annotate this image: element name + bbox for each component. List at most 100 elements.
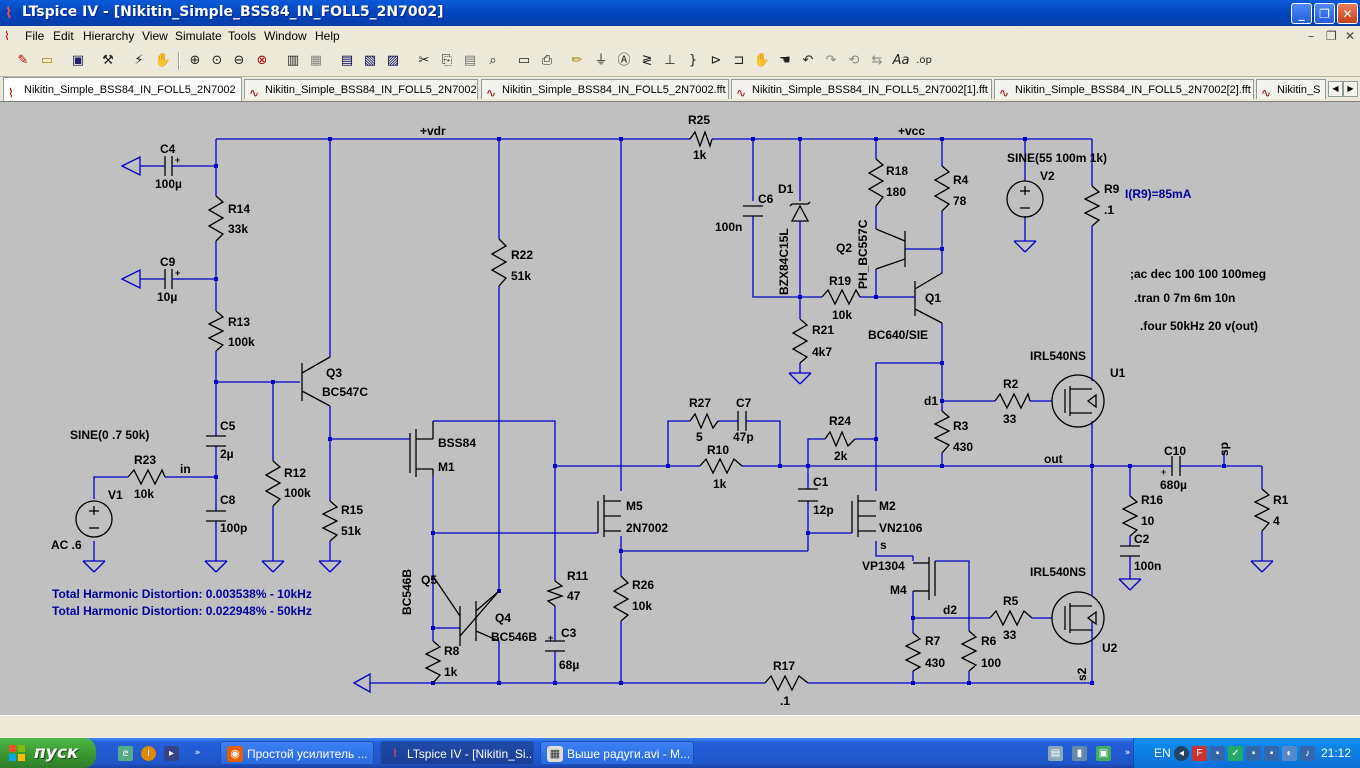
close-button[interactable]: ✕ xyxy=(1337,3,1358,24)
redo-icon[interactable]: ↷ xyxy=(825,53,837,68)
tray-device-icon[interactable]: ▮ xyxy=(1072,746,1087,761)
diode-icon[interactable]: ⊳ xyxy=(710,53,722,68)
tab-fft-1[interactable]: ∿Nikitin_Simple_BSS84_IN_FOLL5_2N7002[1]… xyxy=(731,79,992,99)
tray-network-icon[interactable]: ▣ xyxy=(1096,746,1111,761)
grid-icon[interactable]: ▦ xyxy=(309,53,323,68)
clock[interactable]: 21:12 xyxy=(1321,746,1352,760)
menu-window[interactable]: Window xyxy=(264,29,307,43)
task-browser[interactable]: ◉Простой усилитель ... xyxy=(220,741,374,765)
tab-label: Nikitin_Simple_BSS84_IN_FOLL5_2N7002 xyxy=(265,84,477,96)
print-icon[interactable]: ⎙ xyxy=(541,53,553,68)
tab-scroll-left-icon[interactable]: ◀ xyxy=(1328,81,1343,97)
copy-icon[interactable]: ⎘ xyxy=(441,53,453,68)
start-button[interactable]: пуск xyxy=(0,738,96,768)
tray-expand-icon[interactable]: » xyxy=(1124,748,1131,758)
q1-value: BC640/SIE xyxy=(868,328,928,342)
autorange-icon[interactable]: ▥ xyxy=(286,53,300,68)
capacitor-icon[interactable]: ⊥ xyxy=(664,53,676,68)
run-icon[interactable]: ⚡ xyxy=(134,53,144,68)
tray-volume-icon[interactable]: ♪ xyxy=(1300,746,1315,761)
tab-truncated[interactable]: ∿Nikitin_S xyxy=(1256,79,1326,99)
tray-arrow-icon[interactable]: ◂ xyxy=(1174,746,1189,761)
label-net-icon[interactable]: Ⓐ xyxy=(617,53,631,68)
mdi-close-icon[interactable]: ✕ xyxy=(1345,29,1356,43)
tile-vertical-icon[interactable]: ▨ xyxy=(386,53,400,68)
task-ltspice[interactable]: ⌇LTspice IV - [Nikitin_Si... xyxy=(380,741,534,765)
tab-waveform[interactable]: ∿Nikitin_Simple_BSS84_IN_FOLL5_2N7002 xyxy=(244,79,478,99)
tab-schematic[interactable]: ⌇Nikitin_Simple_BSS84_IN_FOLL5_2N7002 xyxy=(3,77,242,101)
print-setup-icon[interactable]: ▭ xyxy=(517,53,531,68)
quicklaunch-media-icon[interactable]: ▸ xyxy=(164,746,179,761)
spice-directive-icon[interactable]: .op xyxy=(916,55,932,66)
open-icon[interactable]: ▭ xyxy=(40,53,54,68)
resistor-r12-symbol xyxy=(264,460,282,507)
tray-icon-4[interactable]: ▪ xyxy=(1264,746,1279,761)
tray-app-icon[interactable]: F xyxy=(1192,746,1207,761)
menu-simulate[interactable]: Simulate xyxy=(175,29,222,43)
text-icon[interactable]: Aa xyxy=(892,53,910,68)
halt-icon[interactable]: ✋ xyxy=(154,53,172,68)
document-icon[interactable]: ⌇ xyxy=(4,29,10,43)
zoom-fit-icon[interactable]: ⊗ xyxy=(256,53,268,68)
r2-value: 33 xyxy=(1003,412,1017,426)
rotate-icon[interactable]: ⟲ xyxy=(848,53,860,68)
cascade-icon[interactable]: ▧ xyxy=(363,53,377,68)
menu-tools[interactable]: Tools xyxy=(228,29,257,43)
zoom-out-icon[interactable]: ⊖ xyxy=(233,53,245,68)
tab-scroll-right-icon[interactable]: ▶ xyxy=(1343,81,1358,97)
cut-icon[interactable]: ✂ xyxy=(418,53,430,68)
zoom-pan-icon[interactable]: ⊙ xyxy=(211,53,223,68)
zoom-in-icon[interactable]: ⊕ xyxy=(189,53,201,68)
quicklaunch-ie-icon[interactable]: e xyxy=(118,746,133,761)
r27-value: 5 xyxy=(696,430,703,444)
m2-ref: M2 xyxy=(879,499,896,513)
schematic-icon: ⌇ xyxy=(8,86,14,100)
move-icon[interactable]: ✋ xyxy=(753,53,771,68)
language-indicator[interactable]: EN xyxy=(1154,746,1171,760)
q1-ref: Q1 xyxy=(925,291,941,305)
quicklaunch-more-icon[interactable]: » xyxy=(194,748,201,758)
restore-button[interactable]: ❐ xyxy=(1314,3,1335,24)
save-icon[interactable]: ▣ xyxy=(71,53,85,68)
tray-icon-2[interactable]: ✓ xyxy=(1228,746,1243,761)
resistor-r2-symbol xyxy=(994,392,1031,410)
tray-icon-5[interactable]: ◐ xyxy=(1282,746,1297,761)
control-panel-icon[interactable]: ⚒ xyxy=(102,53,114,68)
v2-function: SINE(55 100m 1k) xyxy=(1007,151,1107,165)
inductor-icon[interactable]: } xyxy=(688,53,698,68)
drag-icon[interactable]: ☚ xyxy=(779,53,791,68)
ground-icon[interactable]: ⏚ xyxy=(594,53,608,68)
ltspice-app-icon[interactable]: ⌇ xyxy=(5,4,13,22)
resistor-r23-symbol xyxy=(127,468,166,486)
find-icon[interactable]: ⌕ xyxy=(489,53,497,68)
menu-file[interactable]: File xyxy=(25,29,45,43)
paste-icon[interactable]: ▤ xyxy=(463,53,477,68)
r4-ref: R4 xyxy=(953,173,969,187)
menu-view[interactable]: View xyxy=(142,29,168,43)
menu-help[interactable]: Help xyxy=(315,29,340,43)
menu-hierarchy[interactable]: Hierarchy xyxy=(83,29,135,43)
undo-icon[interactable]: ↶ xyxy=(802,53,814,68)
waveform-icon: ∿ xyxy=(999,86,1010,99)
svg-text:+: + xyxy=(175,268,180,278)
quicklaunch-info-icon[interactable]: i xyxy=(141,746,156,761)
mdi-minimize-icon[interactable]: – xyxy=(1308,29,1314,43)
tray-icon-1[interactable]: ▪ xyxy=(1210,746,1225,761)
resistor-r17-symbol xyxy=(764,674,809,692)
tray-folder-icon[interactable]: ▤ xyxy=(1048,746,1063,761)
new-schematic-icon[interactable]: ✎ xyxy=(17,53,29,68)
minimize-button[interactable]: _ xyxy=(1291,3,1312,24)
tab-fft-2[interactable]: ∿Nikitin_Simple_BSS84_IN_FOLL5_2N7002[2]… xyxy=(994,79,1254,99)
mdi-restore-icon[interactable]: ❐ xyxy=(1326,29,1337,43)
task-media-player[interactable]: ▦Выше радуги.avi - M... xyxy=(540,741,694,765)
tile-horizontal-icon[interactable]: ▤ xyxy=(340,53,354,68)
menu-edit[interactable]: Edit xyxy=(53,29,74,43)
mirror-icon[interactable]: ⇆ xyxy=(871,53,883,68)
r6-value: 100 xyxy=(981,656,1001,670)
tray-icon-3[interactable]: ▪ xyxy=(1246,746,1261,761)
tab-fft[interactable]: ∿Nikitin_Simple_BSS84_IN_FOLL5_2N7002.ff… xyxy=(481,79,729,99)
resistor-icon[interactable]: ≷ xyxy=(641,53,653,68)
draw-wire-icon[interactable]: ✏ xyxy=(571,53,583,68)
component-icon[interactable]: ⊐ xyxy=(733,53,745,68)
schematic-canvas[interactable]: +vdr +vcc in out sp d1 d2 s s2 C4 100µ C… xyxy=(0,101,1360,716)
